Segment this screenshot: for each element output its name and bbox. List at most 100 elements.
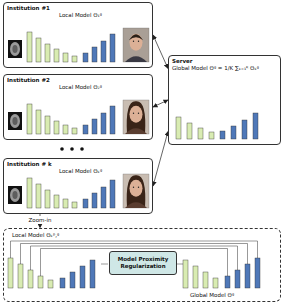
encoder-bar <box>213 278 218 288</box>
regularization-box: Model Proximity Regularization <box>109 251 177 275</box>
encoder-bar <box>45 44 50 62</box>
decoder-bar <box>83 199 88 208</box>
encoder-bar <box>63 125 68 134</box>
decoder-bar <box>242 120 247 139</box>
encoder-bar <box>45 190 50 208</box>
decoder-bar <box>92 47 97 62</box>
decoder-bar <box>80 266 85 288</box>
encoder-bar <box>209 132 214 139</box>
node-title: Institution # k <box>7 161 52 168</box>
server-box: ServerGlobal Model Θᵍ = 1/K ∑ₖ₌₁ᴷ Θₖᵍ <box>168 55 281 145</box>
node-text: Global Model Θᵍ = 1/K ∑ₖ₌₁ᴷ Θₖᵍ <box>172 65 278 72</box>
decoder-bar <box>235 270 240 288</box>
node-title: Server <box>172 58 192 65</box>
decoder-bar <box>92 193 97 208</box>
face-photo <box>125 56 147 62</box>
mri-image <box>8 112 22 130</box>
face-photo <box>123 100 149 134</box>
decoder-bar <box>83 53 88 62</box>
encoder-bar <box>203 272 208 288</box>
encoder-bar <box>54 121 59 134</box>
mri-image <box>8 40 22 58</box>
encoder-bar <box>54 49 59 62</box>
mri-image <box>8 186 22 204</box>
face-photo <box>129 34 143 40</box>
encoder-bar <box>38 276 43 288</box>
decoder-bar <box>101 41 106 62</box>
face-photo <box>130 106 143 123</box>
encoder-bar <box>36 110 41 134</box>
decoder-bar <box>101 113 106 134</box>
encoder-bar <box>187 123 192 139</box>
institution-box: Institution #2 Local Model Θ₂ᵍ <box>3 74 153 140</box>
encoder-bar <box>36 38 41 62</box>
mri-image <box>10 188 20 202</box>
node-text: Local Model Θ₂ᵍ <box>59 84 102 91</box>
encoder-bar <box>45 116 50 134</box>
decoder-bar <box>253 113 258 139</box>
mri-image <box>12 45 17 53</box>
mri-image <box>12 117 17 125</box>
face-photo <box>125 202 147 208</box>
encoder-bar <box>183 260 188 288</box>
ellipsis-dot <box>60 147 64 151</box>
node-title: Institution #1 <box>7 5 50 12</box>
decoder-bar <box>245 264 250 288</box>
face-photo <box>133 113 134 114</box>
ellipsis-dot <box>80 147 84 151</box>
encoder-bar <box>18 264 23 288</box>
encoder-bar <box>72 202 77 208</box>
connector <box>153 35 168 69</box>
node-title: Local Model Θₖᵖ,ᵍ <box>12 232 59 239</box>
decoder-bar <box>231 126 236 139</box>
node-title: Institution #2 <box>7 77 50 84</box>
decoder-bar <box>60 278 65 288</box>
encoder-bar <box>193 266 198 288</box>
face-photo <box>138 41 139 42</box>
face-photo <box>125 128 147 134</box>
encoder-bar <box>27 32 32 62</box>
decoder-bar <box>225 276 230 288</box>
face-photo <box>123 28 149 62</box>
decoder-bar <box>110 180 115 208</box>
decoder-bar <box>110 106 115 134</box>
mri-image <box>12 191 17 199</box>
encoder-bar <box>63 199 68 208</box>
decoder-bar <box>101 187 106 208</box>
encoder-bar <box>28 270 33 288</box>
ellipsis-dot <box>70 147 74 151</box>
mri-image <box>10 114 20 128</box>
node-text: Model Proximity Regularization <box>113 256 173 269</box>
decoder-bar <box>255 258 260 288</box>
mri-image <box>10 42 20 56</box>
zoom-box: Local Model Θₖᵖ,ᵍGlobal Model ΘᵍModel Pr… <box>3 228 281 302</box>
face-photo <box>138 187 139 188</box>
face-photo <box>133 41 134 42</box>
encoder-bar <box>36 184 41 208</box>
encoder-bar <box>176 117 181 139</box>
skip-connection <box>41 249 228 277</box>
face-photo <box>138 113 139 114</box>
model-link <box>176 264 183 265</box>
decoder-bar <box>83 125 88 134</box>
institution-box: Institution # kLocal Model Θₖᵍ <box>3 158 153 214</box>
encoder-bar <box>27 178 32 208</box>
encoder-bar <box>27 104 32 134</box>
decoder-bar <box>90 260 95 288</box>
encoder-bar <box>63 53 68 62</box>
decoder-bar <box>70 272 75 288</box>
face-photo <box>130 34 143 51</box>
face-photo <box>130 180 143 197</box>
decoder-bar <box>220 131 225 139</box>
connector <box>153 132 168 187</box>
encoder-bar <box>8 258 13 288</box>
encoder-bar <box>54 195 59 208</box>
connector <box>153 100 168 107</box>
node-text: Local Model Θ₁ᵍ <box>59 12 102 19</box>
face-photo <box>133 187 134 188</box>
encoder-bar <box>72 56 77 62</box>
model-link <box>101 264 108 265</box>
face-photo <box>123 174 149 208</box>
encoder-bar <box>198 128 203 139</box>
